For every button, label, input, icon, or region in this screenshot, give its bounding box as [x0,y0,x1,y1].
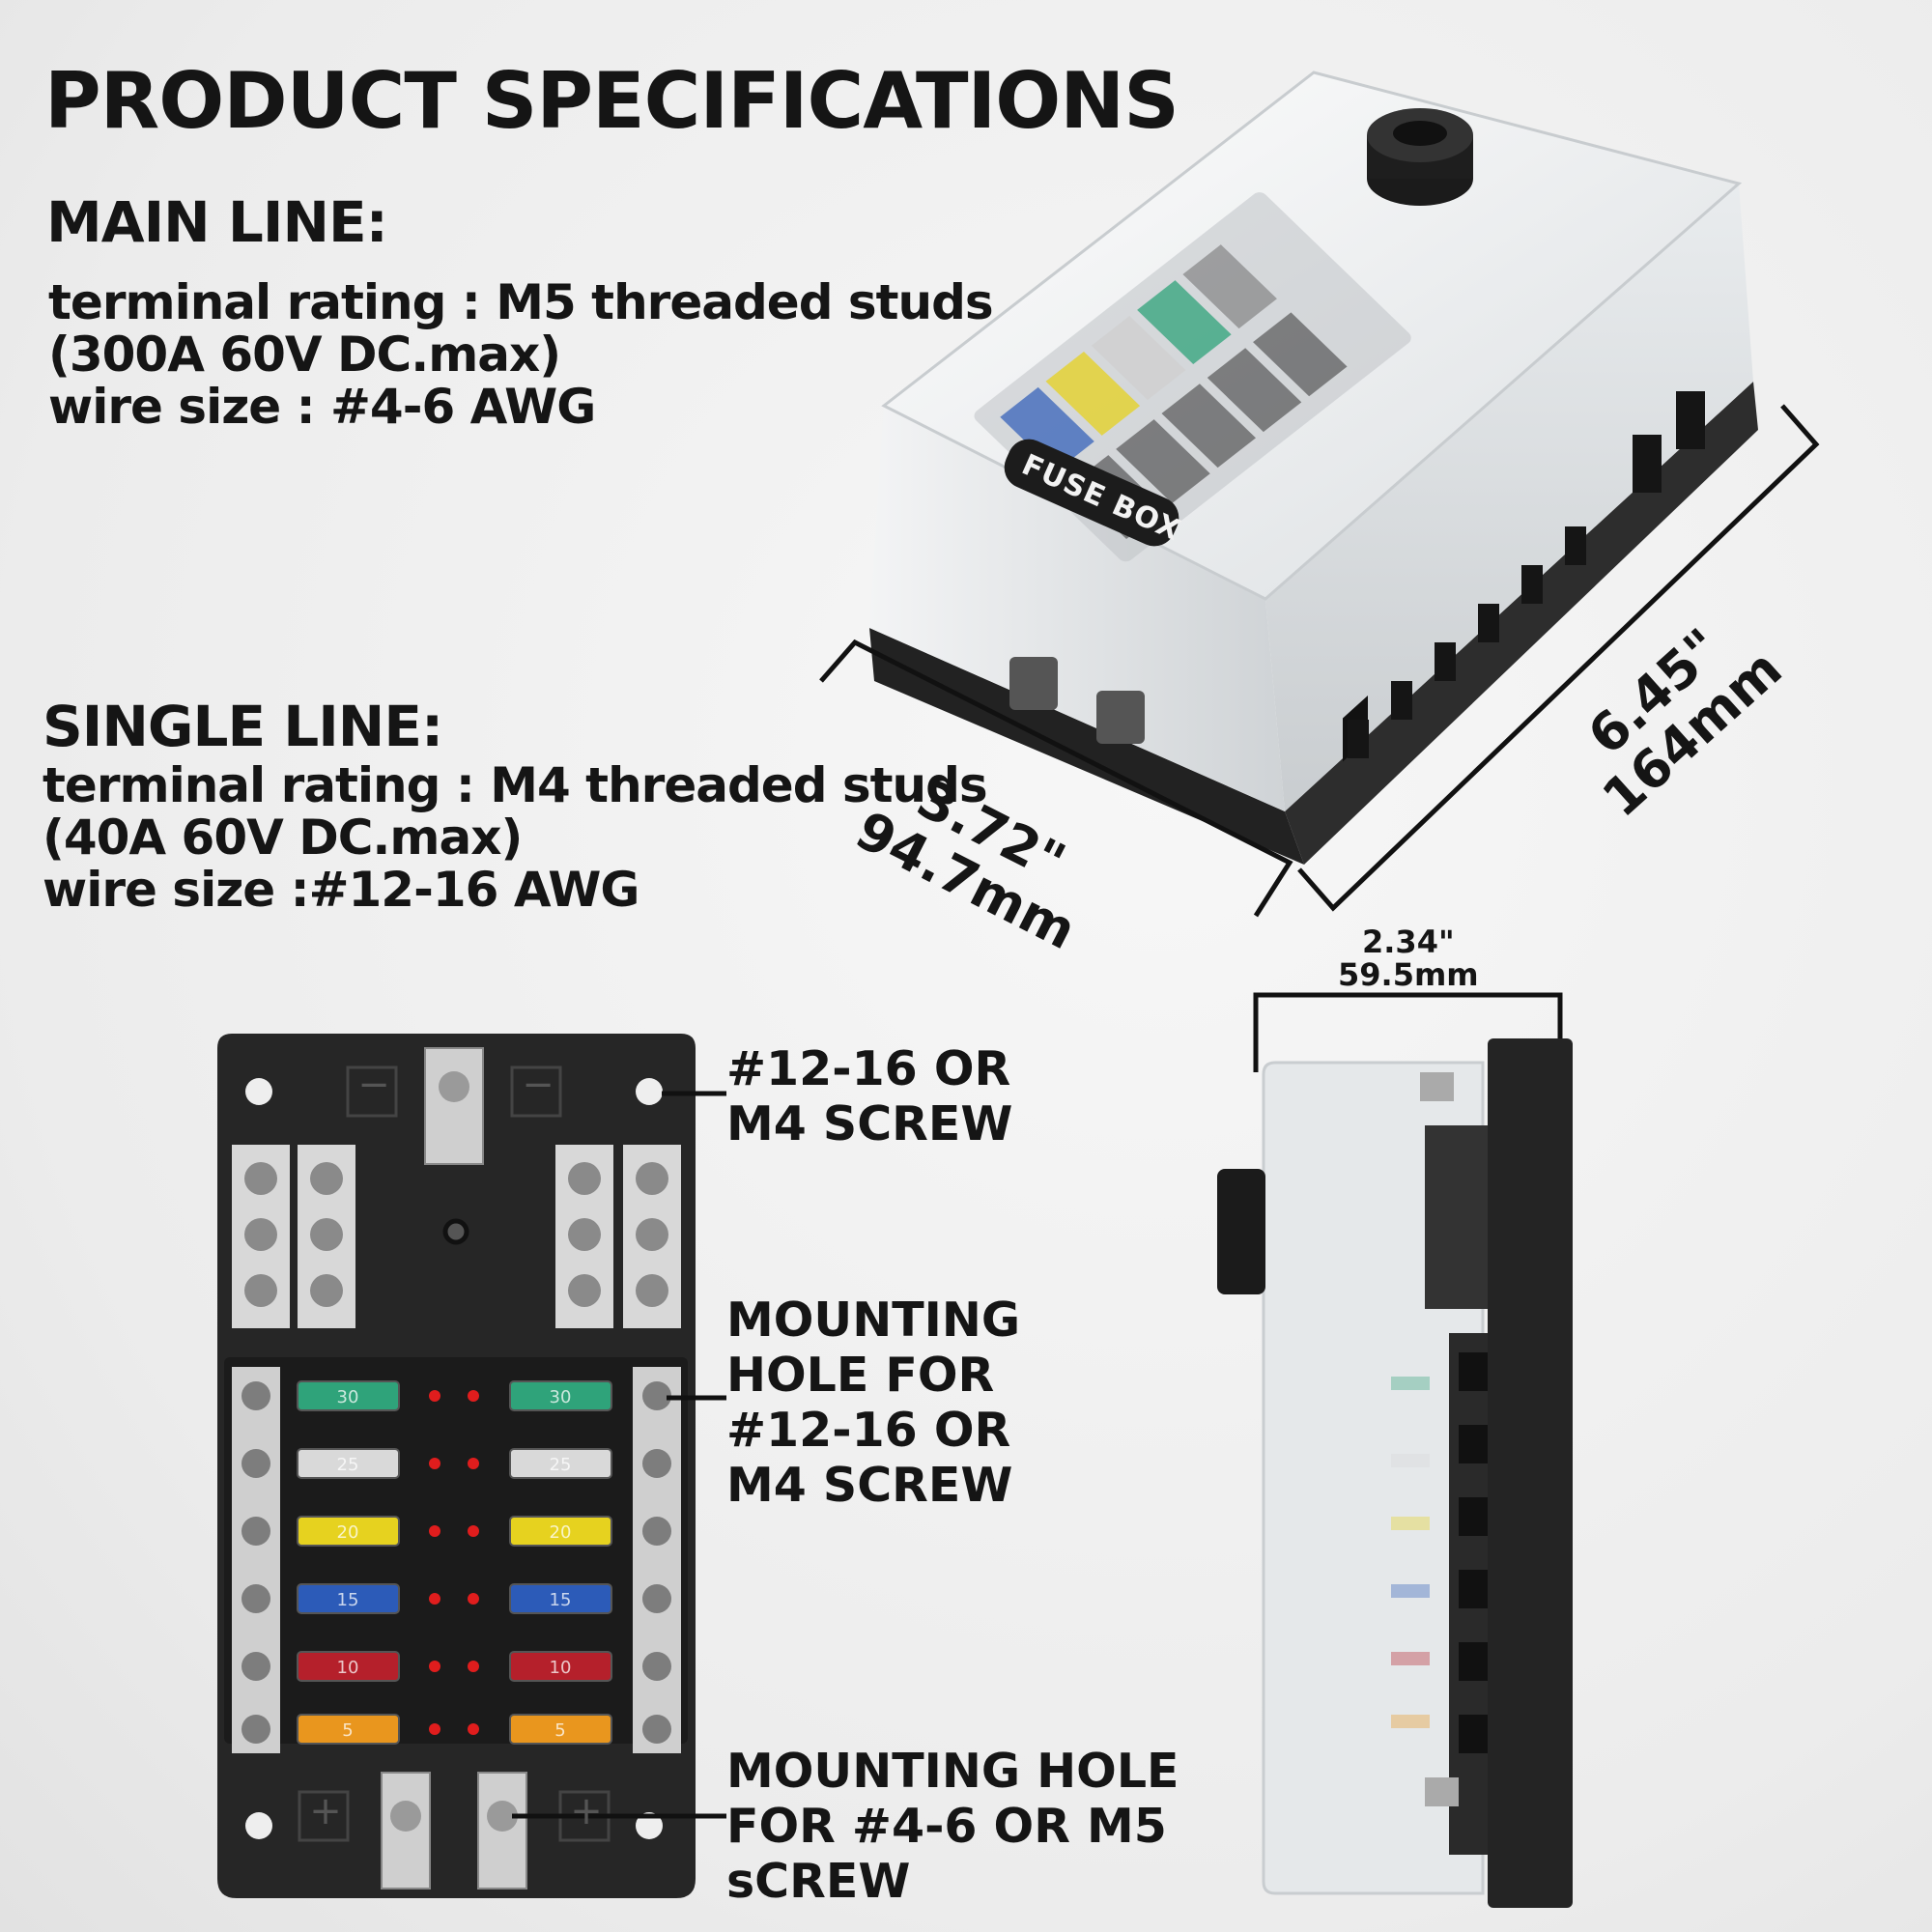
negative-symbol-left: − [357,1063,390,1107]
fuse-box-front-view [217,1034,696,1898]
front-stud-right [1096,691,1145,744]
fuse-left-3 [297,1516,400,1547]
fuse-box-side-view [1217,1038,1573,1908]
fuse-left-4 [297,1583,400,1614]
fuse-right-6 [509,1714,612,1745]
fuse-rating-left-3: 20 [337,1522,359,1543]
height-inches: 2.34" [1362,923,1455,960]
fuse-left-5 [297,1651,400,1682]
fuse-right-5 [509,1651,612,1682]
fuse-rating-right-2: 25 [550,1455,572,1475]
single-line-spec-1: terminal rating : M4 threaded studs [43,757,988,813]
mounting-small-callout: MOUNTING HOLE FOR #12-16 OR M4 SCREW [726,1293,1020,1513]
fuse-rating-left-1: 30 [337,1387,359,1407]
mounting-small-line-2: HOLE FOR [726,1348,995,1403]
base-side [1285,382,1758,865]
main-line-heading: MAIN LINE: [46,189,388,255]
fuse-rating-left-4: 15 [337,1590,359,1610]
fuse-right-4 [509,1583,612,1614]
mounting-large-line-1: MOUNTING HOLE [726,1744,1179,1799]
main-line-spec-1: terminal rating : M5 threaded studs [48,274,994,330]
fuse-rating-left-2: 25 [337,1455,359,1475]
main-line-spec-3: wire size : #4-6 AWG [48,379,596,435]
fuse-rating-right-5: 10 [550,1658,572,1678]
callout-leaders [512,1091,726,1819]
fuse-rating-right-3: 20 [550,1522,572,1543]
screw-callout-line-1: #12-16 OR [726,1041,1011,1096]
height-mm: 59.5mm [1338,956,1479,993]
fuse-right-1 [509,1380,612,1411]
fuse-left-6 [297,1714,400,1745]
dimension-lines [819,404,1820,1072]
lid-knob [1367,108,1473,206]
single-line-spec-2: (40A 60V DC.max) [43,810,523,866]
front-stud-left [1009,657,1058,710]
mounting-large-line-3: sCREW [726,1854,911,1909]
fuse-box-label [1004,439,1179,547]
fuse-rating-right-1: 30 [550,1387,572,1407]
negative-symbol-right: − [522,1063,554,1107]
main-line-spec-2: (300A 60V DC.max) [48,327,561,383]
fuse-rating-right-6: 5 [554,1720,565,1741]
fuse-rating-right-4: 15 [550,1590,572,1610]
fuse-left-2 [297,1448,400,1479]
lid-front [869,406,1285,811]
page-title: PRODUCT SPECIFICATIONS [44,56,1179,146]
fuse-rows: 30 30 25 25 20 20 15 15 10 10 5 5 [297,1380,612,1745]
single-line-spec-3: wire size :#12-16 AWG [43,862,639,918]
mounting-small-line-3: #12-16 OR [726,1403,1011,1458]
mounting-small-line-1: MOUNTING [726,1293,1021,1348]
screw-callout: #12-16 OR M4 SCREW [726,1041,1012,1151]
positive-symbol-left: + [309,1789,342,1833]
mounting-large-line-2: FOR #4-6 OR M5 [726,1799,1167,1854]
mounting-large-callout: MOUNTING HOLE FOR #4-6 OR M5 sCREW [726,1744,1179,1909]
fuse-left-1 [297,1380,400,1411]
mounting-small-line-4: M4 SCREW [726,1458,1013,1513]
single-line-heading: SINGLE LINE: [43,694,443,759]
fuse-right-3 [509,1516,612,1547]
fuse-rating-left-6: 5 [342,1720,353,1741]
height-dimension: 2.34" 59.5mm [1338,925,1479,991]
lid-side [1265,184,1753,811]
fuse-right-2 [509,1448,612,1479]
fuse-rating-left-5: 10 [337,1658,359,1678]
positive-symbol-right: + [570,1789,603,1833]
base-front [869,628,1304,865]
side-terminal-slots [1348,391,1705,758]
screw-callout-line-2: M4 SCREW [726,1096,1013,1151]
